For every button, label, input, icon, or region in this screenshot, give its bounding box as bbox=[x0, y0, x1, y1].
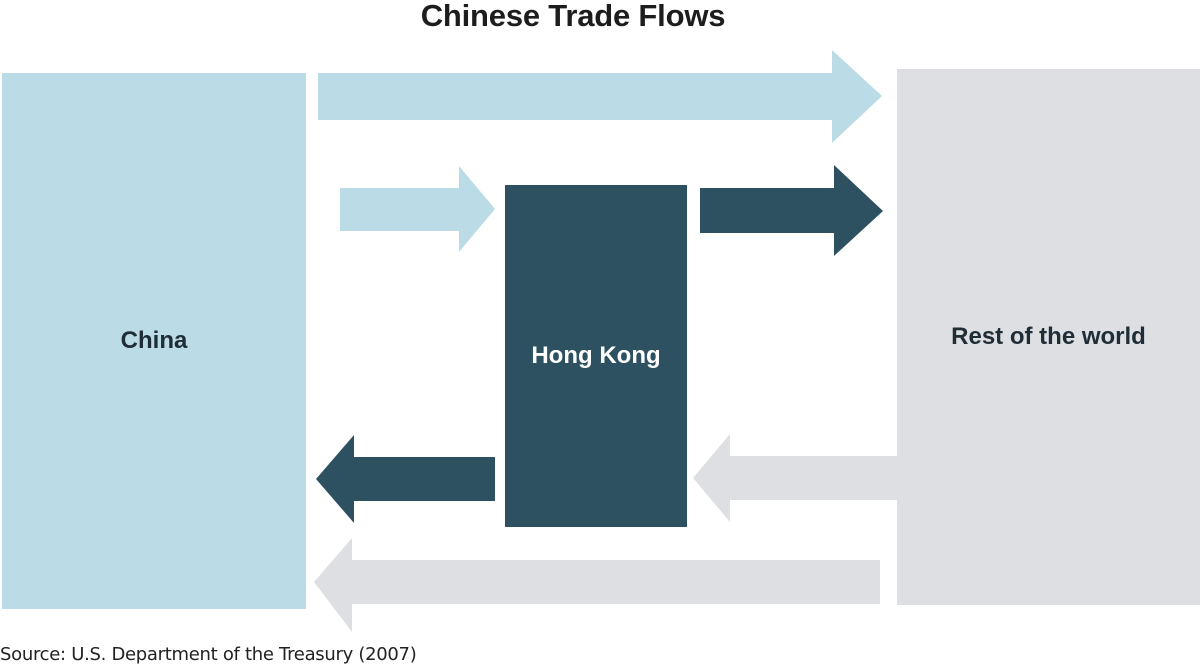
arrow-china-to-row bbox=[318, 50, 882, 143]
china-box: China bbox=[2, 73, 306, 609]
arrow-row-to-china bbox=[314, 538, 880, 632]
source-note: Source: U.S. Department of the Treasury … bbox=[0, 644, 417, 665]
rest-of-world-box: Rest of the world bbox=[897, 69, 1200, 605]
hong-kong-label: Hong Kong bbox=[531, 342, 661, 369]
arrow-china-to-hongkong bbox=[340, 166, 495, 252]
arrow-hongkong-to-china bbox=[316, 435, 495, 523]
arrow-row-to-hongkong bbox=[693, 434, 931, 522]
arrow-hongkong-to-row bbox=[700, 165, 883, 256]
diagram-title: Chinese Trade Flows bbox=[420, 0, 726, 33]
rest-of-world-label: Rest of the world bbox=[951, 323, 1146, 350]
china-label: China bbox=[120, 327, 188, 354]
hong-kong-box: Hong Kong bbox=[505, 185, 687, 527]
